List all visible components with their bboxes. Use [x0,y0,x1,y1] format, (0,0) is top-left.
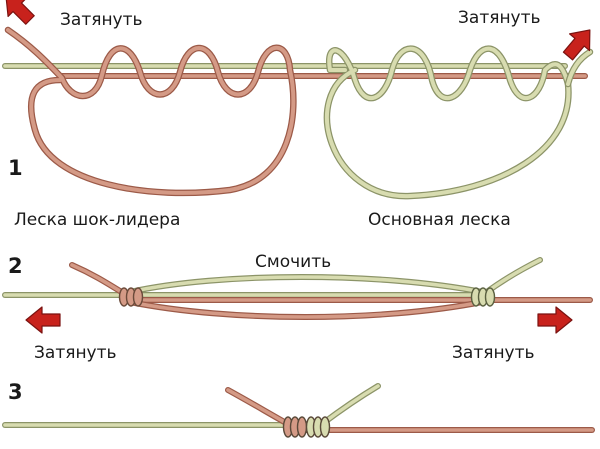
step-number-1: 1 [8,156,23,180]
label-tighten-bottom-left: Затянуть [34,343,117,363]
knot-center [282,416,331,438]
label-tighten-top-left: Затянуть [60,10,143,30]
red-arrow-icon [537,306,573,334]
label-tighten-top-right: Затянуть [458,8,541,28]
label-shock-leader-line: Леска шок-лидера [14,210,181,230]
label-tighten-bottom-right: Затянуть [452,343,535,363]
step-3-knot [2,383,595,438]
label-wet: Смочить [255,252,332,272]
step-number-2: 2 [8,254,23,278]
main-line-coils [323,45,572,200]
red-arrow-icon [0,0,40,30]
step-1-knot [0,0,600,200]
step-2-knot [2,257,593,334]
shock-leader-coils [4,26,297,197]
knot-left [118,287,144,307]
step-number-3: 3 [8,380,23,404]
knot-right [470,287,496,307]
label-main-line: Основная леска [368,210,511,230]
red-arrow-icon [25,306,61,334]
